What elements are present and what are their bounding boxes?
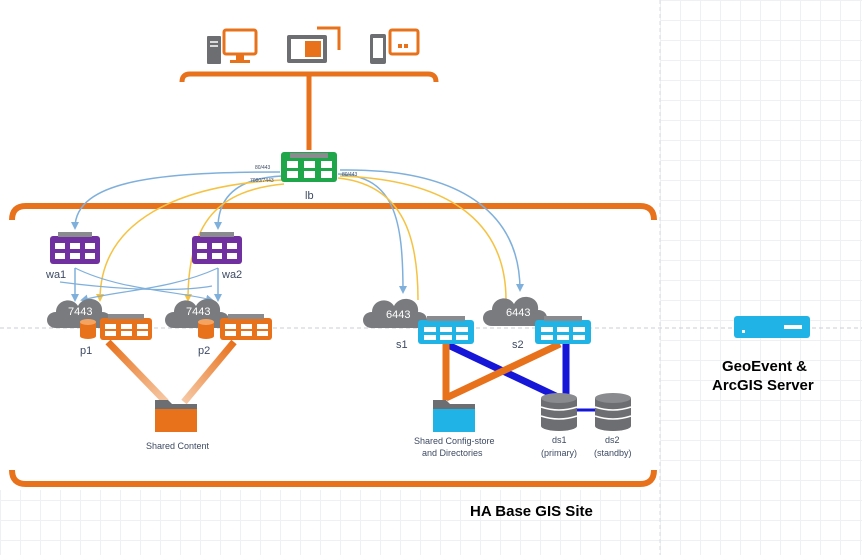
ds1-role-label: (primary) [541, 448, 577, 458]
database-icon [594, 393, 632, 431]
site-title: HA Base GIS Site [470, 503, 593, 520]
server-s1-icon [418, 316, 474, 344]
ds1-label: ds1 [552, 435, 567, 445]
portal-p2-server-icon [220, 314, 272, 340]
mobile-phone-icon [370, 28, 420, 64]
ds2-role-label: (standby) [594, 448, 632, 458]
lb-port-label: 80/443 [255, 165, 271, 171]
desktop-computer-icon [207, 28, 258, 64]
ds2-label: ds2 [605, 435, 620, 445]
site-bracket-top [9, 203, 657, 221]
wa2-label: wa2 [221, 269, 242, 281]
p1-label: p1 [80, 345, 92, 357]
p2-port-label: 7443 [186, 306, 210, 318]
lb-port-label: 7080/7443 [250, 178, 274, 184]
database-icon [540, 393, 578, 431]
p1-content-link [105, 339, 169, 405]
lb-label: lb [305, 190, 314, 202]
s1-label: s1 [396, 339, 408, 351]
portal-p1-server-icon [100, 314, 152, 340]
shared-config-label: Shared Config-store [414, 436, 495, 446]
p2-label: p2 [198, 345, 210, 357]
server-data-links [442, 340, 570, 402]
wa1-label: wa1 [45, 269, 66, 281]
web-adaptor-wa1-icon [50, 232, 100, 264]
p2-content-link [181, 339, 237, 405]
s2-label: s2 [512, 339, 524, 351]
shared-content-label: Shared Content [146, 441, 210, 451]
folder-icon [433, 400, 475, 432]
database-icon [198, 319, 214, 339]
tablet-icon [287, 26, 341, 63]
site-bracket-bottom [9, 469, 657, 487]
routing-arrows [59, 169, 524, 303]
server-s2-icon [535, 316, 591, 344]
shared-config-label: and Directories [422, 448, 483, 458]
p1-port-label: 7443 [68, 306, 92, 318]
s1-port-label: 6443 [386, 309, 410, 321]
database-icon [80, 319, 96, 339]
s2-port-label: 6443 [506, 307, 530, 319]
geoevent-label: GeoEvent & [722, 358, 807, 375]
folder-icon [155, 400, 197, 432]
web-adaptor-wa2-icon [192, 232, 242, 264]
lb-port-label: 80/443 [342, 172, 358, 178]
load-balancer-icon [281, 152, 337, 182]
geoevent-label: ArcGIS Server [712, 377, 814, 394]
geoevent-server-icon [734, 316, 810, 338]
